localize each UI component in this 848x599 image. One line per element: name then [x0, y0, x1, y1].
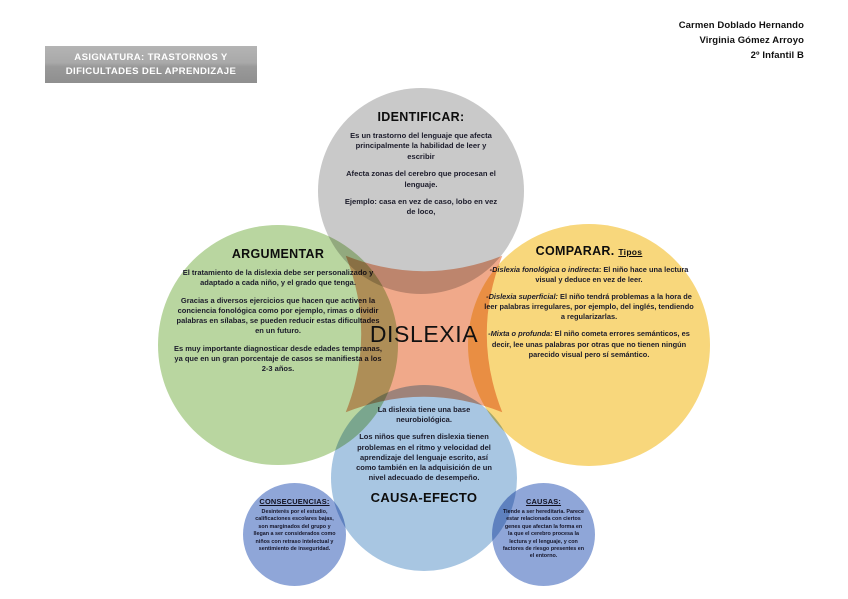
bubble-consecuencias-title: CONSECUENCIAS: [259, 497, 330, 506]
comparar-text-3: El niño cometa errores semánticos, es de… [491, 329, 690, 359]
bubble-consecuencias-text: Desinterés por el estudio, calificacione… [253, 509, 336, 553]
bubble-identificar-paragraph-3: Ejemplo: casa en vez de caso, lobo en ve… [344, 197, 498, 217]
bubble-causas-title: CAUSAS: [525, 497, 562, 506]
bubble-comparar-title: COMPARAR. Tipos [482, 244, 696, 258]
bubble-argumentar-paragraph-1: El tratamiento de la dislexia debe ser p… [182, 268, 374, 288]
subject-banner-label: ASIGNATURA: TRASTORNOS Y DIFICULTADES DE… [65, 51, 237, 77]
comparar-text-1: : El niño hace una lectura visual y dedu… [535, 265, 689, 285]
bubble-causas-content: CAUSAS: Tiende a ser hereditaria. Parece… [492, 497, 595, 561]
bubble-comparar-item-1: -Dislexia fonológica o indirecta: El niñ… [482, 265, 696, 285]
bubble-identificar-paragraph-1: Es un trastorno del lenguaje que afecta … [350, 131, 492, 161]
bubble-comparar-item-3: -Mixta o profunda: El niño cometa errore… [482, 329, 696, 359]
bubble-causa-efecto[interactable]: La dislexia tiene una base neurobiológic… [331, 385, 517, 571]
bubble-causas[interactable]: CAUSAS: Tiende a ser hereditaria. Parece… [492, 483, 595, 586]
bubble-causa-efecto-paragraph-1: La dislexia tiene una base neurobiológic… [377, 405, 471, 425]
bubble-causa-efecto-content: La dislexia tiene una base neurobiológic… [331, 405, 517, 505]
bubble-identificar-content: IDENTIFICAR: Es un trastorno del lenguaj… [318, 110, 524, 218]
bubble-comparar[interactable]: COMPARAR. Tipos -Dislexia fonológica o i… [468, 224, 710, 466]
course-group: 2º Infantil B [750, 50, 804, 61]
author-name-1: Carmen Doblado Hernando [678, 20, 804, 31]
comparar-term-2: -Dislexia superficial: [486, 292, 558, 302]
bubble-identificar-paragraph-2: Afecta zonas del cerebro que procesan el… [346, 169, 496, 189]
bubble-causa-efecto-title: CAUSA-EFECTO [370, 490, 478, 506]
bubble-causas-text: Tiende a ser hereditaria. Parece estar r… [502, 509, 585, 560]
center-node-path [345, 255, 503, 413]
bubble-causa-efecto-paragraph-2: Los niños que sufren dislexia tienen pro… [356, 432, 492, 483]
bubble-argumentar-content: ARGUMENTAR El tratamiento de la dislexia… [158, 247, 398, 375]
bubble-argumentar-paragraph-2: Gracias a diversos ejercicios que hacen … [176, 295, 380, 336]
center-node-svg [345, 255, 503, 413]
bubble-argumentar-title: ARGUMENTAR [231, 247, 325, 261]
comparar-term-3: -Mixta o profunda: [488, 329, 553, 339]
comparar-text-2: El niño tendrá problemas a la hora de le… [484, 292, 694, 322]
author-name-2: Virginia Gómez Arroyo [699, 35, 804, 46]
bubble-comparar-content: COMPARAR. Tipos -Dislexia fonológica o i… [468, 244, 710, 360]
bubble-argumentar-paragraph-3: Es muy importante diagnosticar desde eda… [174, 343, 382, 374]
bubble-comparar-item-2: -Dislexia superficial: El niño tendrá pr… [482, 292, 696, 322]
authors-block: Carmen Doblado Hernando Virginia Gómez A… [679, 18, 804, 63]
subject-banner: ASIGNATURA: TRASTORNOS Y DIFICULTADES DE… [45, 46, 257, 83]
bubble-consecuencias[interactable]: CONSECUENCIAS: Desinterés por el estudio… [243, 483, 346, 586]
bubble-comparar-title-text: COMPARAR. [535, 244, 615, 258]
center-node-shape[interactable] [333, 243, 515, 425]
bubble-comparar-subtitle: Tipos [618, 247, 643, 257]
comparar-term-1: -Dislexia fonológica o indirecta [489, 265, 599, 274]
bubble-consecuencias-content: CONSECUENCIAS: Desinterés por el estudio… [243, 497, 346, 553]
bubble-identificar-title: IDENTIFICAR: [377, 110, 465, 124]
